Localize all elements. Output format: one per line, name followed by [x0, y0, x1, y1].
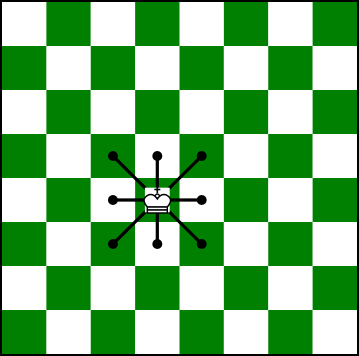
square-e8[interactable] — [180, 2, 224, 46]
square-h2[interactable] — [313, 266, 357, 310]
square-h3[interactable] — [313, 222, 357, 266]
square-d2[interactable] — [135, 266, 179, 310]
square-c7[interactable] — [91, 46, 135, 90]
square-b2[interactable] — [46, 266, 90, 310]
square-a4[interactable] — [2, 178, 46, 222]
square-b4[interactable] — [46, 178, 90, 222]
square-h4[interactable] — [313, 178, 357, 222]
square-g4[interactable] — [268, 178, 312, 222]
square-g2[interactable] — [268, 266, 312, 310]
square-h8[interactable] — [313, 2, 357, 46]
square-b1[interactable] — [46, 310, 90, 354]
square-b8[interactable] — [46, 2, 90, 46]
square-h6[interactable] — [313, 90, 357, 134]
move-target-dot[interactable] — [108, 195, 118, 205]
square-d1[interactable] — [135, 310, 179, 354]
square-h1[interactable] — [313, 310, 357, 354]
square-e1[interactable] — [180, 310, 224, 354]
square-g8[interactable] — [268, 2, 312, 46]
square-d7[interactable] — [135, 46, 179, 90]
move-target-dot[interactable] — [197, 151, 207, 161]
square-a8[interactable] — [2, 2, 46, 46]
square-g7[interactable] — [268, 46, 312, 90]
move-target-dot[interactable] — [108, 151, 118, 161]
square-c1[interactable] — [91, 310, 135, 354]
square-b6[interactable] — [46, 90, 90, 134]
square-c6[interactable] — [91, 90, 135, 134]
square-f2[interactable] — [224, 266, 268, 310]
square-f1[interactable] — [224, 310, 268, 354]
square-f6[interactable] — [224, 90, 268, 134]
move-target-dot[interactable] — [152, 239, 162, 249]
move-target-dot[interactable] — [108, 239, 118, 249]
square-e2[interactable] — [180, 266, 224, 310]
square-a1[interactable] — [2, 310, 46, 354]
square-f3[interactable] — [224, 222, 268, 266]
move-target-dot[interactable] — [152, 151, 162, 161]
square-f8[interactable] — [224, 2, 268, 46]
square-g5[interactable] — [268, 134, 312, 178]
square-e6[interactable] — [180, 90, 224, 134]
square-d6[interactable] — [135, 90, 179, 134]
square-a2[interactable] — [2, 266, 46, 310]
square-g3[interactable] — [268, 222, 312, 266]
square-f7[interactable] — [224, 46, 268, 90]
square-b7[interactable] — [46, 46, 90, 90]
square-a7[interactable] — [2, 46, 46, 90]
square-h7[interactable] — [313, 46, 357, 90]
square-a3[interactable] — [2, 222, 46, 266]
square-a6[interactable] — [2, 90, 46, 134]
square-c2[interactable] — [91, 266, 135, 310]
square-g6[interactable] — [268, 90, 312, 134]
square-g1[interactable] — [268, 310, 312, 354]
square-h5[interactable] — [313, 134, 357, 178]
square-f4[interactable] — [224, 178, 268, 222]
square-d8[interactable] — [135, 2, 179, 46]
square-b5[interactable] — [46, 134, 90, 178]
move-target-dot[interactable] — [197, 195, 207, 205]
square-a5[interactable] — [2, 134, 46, 178]
square-b3[interactable] — [46, 222, 90, 266]
piece-layer — [144, 187, 171, 213]
square-c8[interactable] — [91, 2, 135, 46]
square-f5[interactable] — [224, 134, 268, 178]
move-target-dot[interactable] — [197, 239, 207, 249]
square-e7[interactable] — [180, 46, 224, 90]
